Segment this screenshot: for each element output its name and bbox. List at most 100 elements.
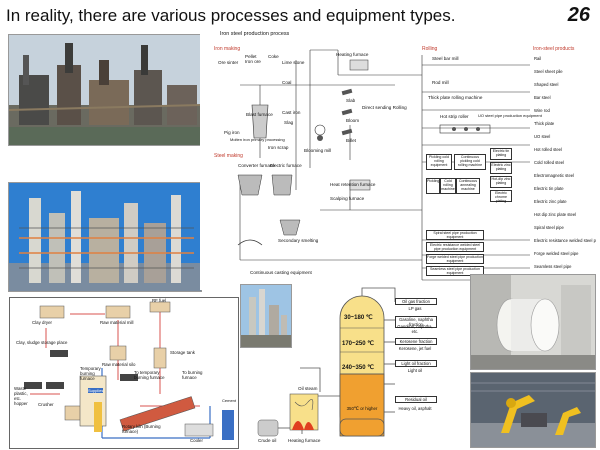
label-steel-bar-mill: Steel bar mill bbox=[432, 56, 459, 61]
product-item: Seamless steel pipe bbox=[534, 264, 572, 269]
product-item: Wire rod bbox=[534, 108, 550, 113]
box-forge-welded-equip: Forge welded steel pipe production equip… bbox=[426, 254, 484, 264]
product-item: Shaped steel bbox=[534, 82, 559, 87]
steel-plant-photo bbox=[8, 34, 202, 146]
box-hot-dip-zinc-plating: Hot-dip zinc plating bbox=[490, 176, 512, 188]
box-electric-tin-plating: Electric tin plating bbox=[490, 148, 512, 160]
product-item: Rail bbox=[534, 56, 542, 61]
product-item: Electric zinc plate bbox=[534, 199, 567, 204]
product-item: Cold rolled steel bbox=[534, 160, 565, 165]
label-lime-stone: Lime stone bbox=[282, 60, 305, 65]
fraction-kerosene: Kerosene fraction bbox=[395, 338, 437, 345]
fraction-residual-oil: Residual oil bbox=[395, 396, 437, 403]
label-cement: Cement bbox=[222, 398, 237, 403]
fraction-light-oil-product: Light oil bbox=[407, 368, 423, 373]
product-item: Hot dip zinc plate steel bbox=[534, 212, 577, 217]
label-cooler: Cooler bbox=[190, 438, 203, 443]
temp-240-350: 240~350 ℃ bbox=[342, 365, 374, 371]
label-direct-sending: Direct sending Rolling bbox=[362, 105, 407, 110]
label-temporary-burning-furnace: Temporary burning furnace bbox=[80, 366, 101, 381]
label-heating-furnace: Heating furnace bbox=[336, 52, 369, 57]
product-item: Bar steel bbox=[534, 95, 551, 100]
box-pickling: Pickling bbox=[426, 178, 440, 194]
label-coal: Coal bbox=[282, 80, 292, 85]
steel-process-diagram: Iron steel production process Iron makin… bbox=[200, 30, 596, 290]
label-pig-iron: Pig iron bbox=[224, 130, 240, 135]
label-billet: Billet bbox=[346, 138, 356, 143]
fraction-light-oil: Light oil fraction bbox=[395, 360, 437, 367]
fraction-heavy-oil: Heavy oil, asphalt bbox=[398, 406, 432, 411]
robot-line-photo bbox=[470, 372, 596, 448]
label-molten-iron-pretreatment: Molten iron primary processing bbox=[230, 137, 285, 142]
label-secondary-smelting: Secondary smelting bbox=[278, 238, 319, 243]
box-continuous-annealing: Continuous annealing machine bbox=[456, 178, 480, 194]
label-rotary-kiln: Rotary kiln (Burning furnace) bbox=[122, 424, 161, 434]
label-clay-dryer: Clay dryer bbox=[32, 320, 53, 325]
section-rolling: Rolling bbox=[422, 46, 438, 52]
box-spiral-pipe-equip: Spiral steel pipe production equipment bbox=[426, 230, 484, 240]
label-rod-mill: Rod mill bbox=[432, 80, 449, 85]
label-crusher: Crusher bbox=[38, 402, 54, 407]
steel-diagram-title: Iron steel production process bbox=[220, 31, 290, 37]
page-number: 26 bbox=[567, 4, 590, 26]
box-pickling-cold-rolling: Pickling cold rolling equipment bbox=[426, 154, 452, 170]
cement-flow-lines bbox=[24, 301, 234, 440]
box-cold-rolling-mill: Cold rolling machine bbox=[440, 178, 456, 194]
fraction-gasoline-naphtha: Gasoline, naphtha fraction bbox=[395, 316, 437, 328]
temp-350-higher: 350℃ or higher bbox=[346, 406, 378, 411]
refinery-photo bbox=[240, 284, 292, 348]
label-blooming-mill: Blooming mill bbox=[304, 148, 332, 153]
label-ore-sinter: Ore sinter bbox=[218, 60, 239, 65]
label-cast-iron: Cast iron bbox=[282, 110, 301, 115]
product-item: Electric tin plate bbox=[534, 186, 564, 191]
cement-process-diagram: Clay dryer Raw material mill RF fuel Cla… bbox=[9, 297, 239, 449]
label-heating-furnace-refinery: Heating furnace bbox=[288, 438, 321, 443]
product-item: Electromagnetic steel bbox=[534, 173, 575, 178]
label-hot-strip-roller: Hot strip roller bbox=[440, 114, 469, 119]
fraction-kerosene-jet: Kerosene, jet fuel bbox=[398, 346, 432, 351]
label-pellet: Pellet bbox=[245, 54, 257, 59]
label-waste-plastic: Waste plastic, etc. hopper bbox=[14, 386, 28, 406]
label-coke: Coke bbox=[268, 54, 279, 59]
product-item: Spiral steel pipe bbox=[534, 225, 564, 230]
product-item: UO steel bbox=[534, 134, 551, 139]
distillation-diagram: 30~180 ℃ 170~250 ℃ 240~350 ℃ 350℃ or hig… bbox=[240, 284, 466, 448]
temp-170-250: 170~250 ℃ bbox=[342, 341, 374, 347]
label-uo-steel-pipe: UO steel pipe production equipment bbox=[478, 113, 542, 118]
fraction-oil-gas: Oil gas fraction bbox=[395, 298, 437, 305]
fraction-gasoline-naphtha-etc: Gasoline, naphtha, etc. bbox=[397, 324, 433, 334]
label-to-temporary-burning: To temporary burning furnace bbox=[134, 370, 165, 380]
slide-title: In reality, there are various processes … bbox=[6, 6, 456, 25]
product-item: Steel sheet pile bbox=[534, 69, 563, 74]
box-continuous-cold-rolling: Continuous pickling cold rolling machine bbox=[454, 154, 486, 170]
box-electric-chrome-plating: Electric chrome plating bbox=[490, 190, 512, 203]
label-oil-steam: Oil steam bbox=[298, 386, 318, 391]
product-item: Forge welded steel pipe bbox=[534, 251, 579, 256]
label-raw-material-mill: Raw material mill bbox=[100, 320, 134, 325]
section-steel-making: Steel making bbox=[214, 153, 243, 159]
chemical-plant-photo bbox=[8, 182, 202, 292]
label-clay-sludge-storage: Clay, sludge storage place bbox=[16, 340, 68, 345]
label-heat-retention: Heat retention furnace bbox=[330, 182, 376, 187]
label-blast-furnace: Blast furnace bbox=[246, 112, 273, 117]
label-iron-ore: Iron ore bbox=[245, 59, 261, 64]
box-seamless-equip: Seamless steel pipe production equipment bbox=[426, 266, 484, 276]
fraction-lp-gas: LP gas bbox=[408, 306, 422, 311]
section-iron-making: Iron making bbox=[214, 46, 241, 52]
box-electric-zinc-plating: Electric zinc plating bbox=[490, 162, 512, 174]
product-item: Hot rolled steel bbox=[534, 147, 562, 152]
box-electric-resistance-equip: Electric resistance welded steel pipe pr… bbox=[426, 242, 484, 252]
label-converter-furnace: Converter furnace bbox=[238, 163, 275, 168]
label-supplies: Supplies bbox=[88, 388, 104, 393]
label-rf-fuel: RF fuel bbox=[152, 298, 167, 303]
section-products: Iron-steel products bbox=[533, 46, 575, 52]
label-slab: Slab bbox=[346, 98, 356, 103]
label-storage-tank: Storage tank bbox=[170, 350, 195, 355]
paper-machine-photo bbox=[470, 274, 596, 370]
temp-30-180: 30~180 ℃ bbox=[344, 315, 373, 321]
label-slag-1: Slag bbox=[284, 120, 294, 125]
label-bloom: Bloom bbox=[346, 118, 360, 123]
label-to-burning-furnace: To burning furnace bbox=[182, 370, 203, 380]
label-crude-oil: Crude oil bbox=[258, 438, 277, 443]
